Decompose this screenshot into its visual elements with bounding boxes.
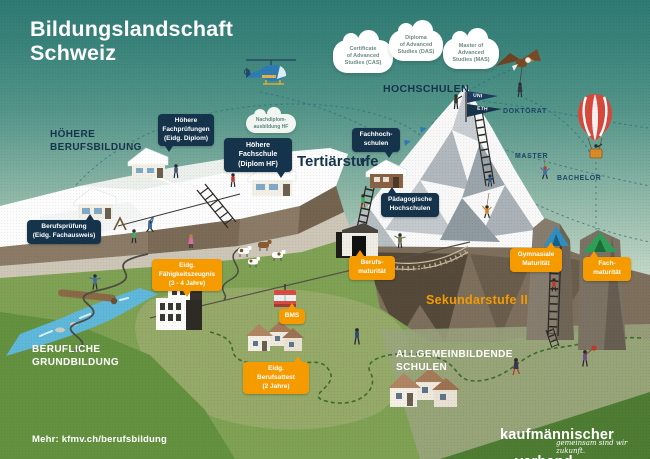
bubble-fachmaturitaet: Fach- maturität — [583, 251, 631, 281]
people — [88, 94, 597, 376]
degree-bachelor: BACHELOR — [557, 175, 602, 182]
snow-house-fachpruefungen — [127, 147, 169, 178]
person-walker-snow — [173, 164, 179, 179]
person-peak — [453, 94, 463, 110]
bubble-bms: BMS — [279, 303, 305, 324]
village-berufsattest — [246, 321, 304, 351]
cloud-mas-label: Master of Advanced Studies (MAS) — [452, 42, 490, 64]
tunnel-building — [336, 223, 378, 258]
brand-logo: kaufmännischer verband — [500, 415, 614, 459]
passerelle-label: Passerelle — [416, 266, 456, 275]
eagle-with-person — [496, 49, 541, 98]
bubble-berufspruefung: Berufsprüfung (Eidg. Fachausweis) — [27, 214, 101, 244]
chalet-hochschule — [365, 159, 408, 188]
person-bridge-walker — [394, 233, 406, 249]
person-walker-navy — [354, 328, 360, 345]
cloud-cas: Certificate of Advanced Studies (CAS) — [333, 30, 393, 73]
bubble-gymnasiale-maturitaet: Gymnasiale Maturität — [510, 242, 562, 272]
section-hoehere-berufsbildung: HÖHERE BERUFSBILDUNG — [50, 129, 142, 153]
bubble-berufsmaturitaet: Berufs- maturität — [349, 250, 395, 280]
cows — [238, 240, 286, 268]
climber-orange — [482, 192, 492, 219]
bubble-hoehere-fachschule: Höhere Fachschule (Diplom HF) — [224, 138, 292, 179]
person-ladder-tower — [551, 278, 557, 292]
brand-logo-line2: verband — [500, 455, 614, 459]
flag-uni-label: UNI — [472, 92, 483, 100]
person-runner — [512, 358, 521, 376]
degree-master: MASTER — [515, 153, 549, 160]
section-hochschulen: HOCHSCHULEN — [383, 83, 470, 95]
brand-logo-line1: kaufmännischer — [500, 426, 615, 443]
person-ladder-peak — [487, 174, 493, 187]
section-sekundarstufe-2: Sekundarstufe II — [426, 293, 529, 307]
route-arrows — [360, 127, 427, 164]
bubble-hoehere-fachpruefungen: Höhere Fachprüfungen (Eidg. Diplom) — [158, 114, 214, 153]
section-berufliche-grundbildung: BERUFLICHE GRUNDBILDUNG — [32, 344, 120, 368]
section-tertiaerstufe: Tertiärstufe — [297, 153, 379, 170]
village-allgemeinbildende — [388, 368, 460, 407]
flag-eth-label: ETH — [476, 105, 489, 113]
climber-blue — [540, 151, 550, 180]
uni-eth-flags — [465, 91, 502, 122]
cloud-das: Diploma of Advanced Studies (DAS) — [389, 20, 443, 61]
hot-air-balloon — [578, 94, 612, 159]
more-link[interactable]: Mehr: kfmv.ch/berufsbildung — [32, 434, 168, 445]
bubble-paedagogische-hochschulen: Pädagogische Hochschulen — [381, 187, 439, 217]
cloud-mas: Master of Advanced Studies (MAS) — [443, 28, 499, 69]
ladder-cliff-left — [196, 183, 237, 229]
cloud-das-label: Diploma of Advanced Studies (DAS) — [397, 34, 435, 56]
page-title: Bildungslandschaft Schweiz — [30, 17, 234, 65]
bubble-berufsattest: Eidg. Berufsattest (2 Jahre) — [243, 355, 309, 395]
bubble-faehigkeitszeugnis: Eidg. Fähigkeitszeugnis (3 - 4 Jahre) — [152, 259, 222, 298]
person-log-balancer — [88, 274, 102, 290]
person-green — [131, 229, 137, 244]
meadows — [0, 236, 650, 459]
person-pink-dress — [188, 234, 194, 249]
zipline — [113, 193, 241, 233]
cloud-nachdiplom: Nachdiplom- ausbildung HF — [246, 107, 296, 133]
cloud-cas-label: Certificate of Advanced Studies (CAS) — [344, 45, 382, 67]
person-red-jacket — [230, 173, 236, 188]
helicopter — [243, 59, 296, 85]
brand-tagline: gemeinsam sind wir zukunft. — [556, 439, 628, 455]
person-bindle — [582, 345, 597, 367]
tent-green — [583, 232, 617, 252]
degree-doktorat: DOKTORAT — [503, 108, 547, 115]
mountain-road — [0, 212, 354, 280]
cable-car — [149, 241, 471, 319]
cloud-nachdiplom-label: Nachdiplom- ausbildung HF — [253, 117, 289, 130]
ladder-small-right — [545, 327, 560, 349]
ladder-peak — [473, 109, 495, 187]
person-ladder-chalet — [360, 194, 366, 208]
bubble-fachhochschulen: Fachhoch- schulen — [352, 128, 400, 157]
section-allgemeinbildende-schulen: ALLGEMEINBILDENDE SCHULEN — [396, 349, 513, 373]
